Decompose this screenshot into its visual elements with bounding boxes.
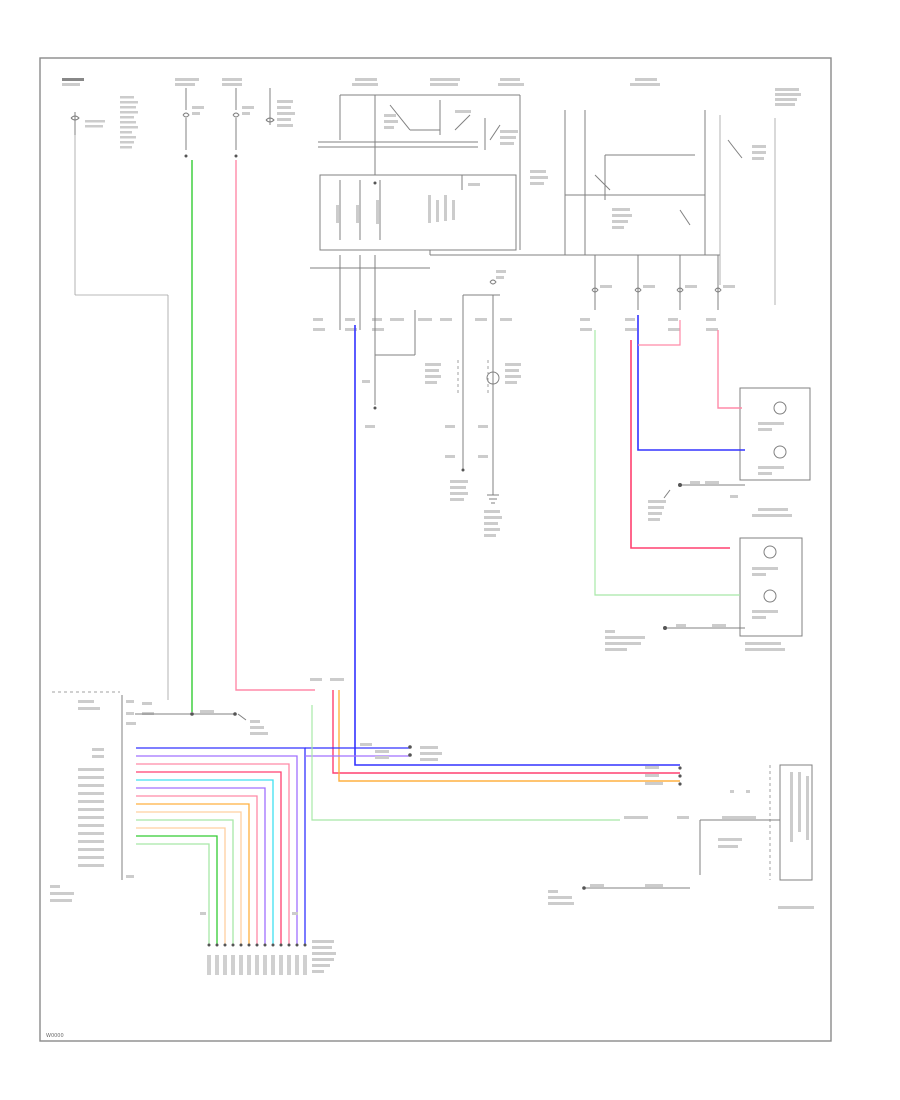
diagram-frame (39, 57, 832, 1042)
wire-terminal-dot (303, 943, 307, 947)
bus-line (310, 95, 720, 269)
wire-blue-to-right-lamp (637, 315, 745, 451)
fuse-column-1 (182, 88, 204, 158)
bcm-wire (136, 843, 210, 945)
wire-terminal-dot (247, 943, 251, 947)
terminal-label (303, 955, 307, 975)
bcm-wire (136, 827, 226, 945)
fuse-column-3 (265, 88, 295, 127)
terminal-label (207, 955, 211, 975)
terminal-label (223, 955, 227, 975)
wire-green-to-left-lamp (594, 330, 740, 596)
front-right-lamp-connector (648, 387, 811, 521)
relay-box-middle (319, 174, 517, 251)
wire-terminal-dot (207, 943, 211, 947)
terminal-label (215, 955, 219, 975)
terminal-label (295, 955, 299, 975)
bcm-wire (136, 795, 258, 945)
bcm-wire (136, 771, 282, 945)
wire-pink-to-right-lamp (717, 330, 742, 409)
wire-terminal-dot (263, 943, 267, 947)
top-left-component-label (85, 96, 138, 149)
terminal-label (255, 955, 259, 975)
relay-right (454, 110, 548, 185)
bcm-wire (136, 835, 218, 945)
wire-terminal-dot (295, 943, 299, 947)
bcm-wire (136, 803, 250, 945)
wire-violet-vertical (354, 325, 680, 766)
relay-box-right (564, 110, 766, 285)
front-left-lamp-connector (605, 537, 803, 651)
bottom-connector-fanout (200, 912, 336, 975)
wire-red-to-left-lamp (630, 340, 730, 549)
terminal-label (247, 955, 251, 975)
wire-terminal-dot (239, 943, 243, 947)
terminal-label (263, 955, 267, 975)
bcm-wire (136, 747, 306, 945)
terminal-label (231, 955, 235, 975)
connector-codes-row (313, 318, 718, 331)
bcm-wire (136, 779, 274, 945)
bcm-wire (136, 819, 234, 945)
bcm-wire (136, 787, 266, 945)
fuse-row-right (591, 255, 735, 310)
terminal-label (287, 955, 291, 975)
wire-terminal-dot (231, 943, 235, 947)
wire-terminal-dot (223, 943, 227, 947)
fuse-column-2 (232, 88, 254, 158)
relay-block-top (318, 94, 520, 180)
wire-terminal-dot (279, 943, 283, 947)
middle-connector-labels (310, 678, 442, 761)
bcm-meter-wire (338, 690, 680, 782)
wire-terminal-dot (255, 943, 259, 947)
bcm-signal-wires (136, 690, 680, 945)
center-relay-and-switch (425, 270, 521, 537)
power-supply-labels (62, 78, 801, 106)
body-control-module (50, 691, 154, 902)
bcm-wire (136, 763, 290, 945)
combination-meter (548, 764, 814, 909)
wire-pink-vertical (235, 160, 315, 691)
middle-switch-assembly (339, 255, 416, 428)
fuse-top-left (70, 112, 169, 700)
wire-light-green-to-meter (311, 705, 620, 821)
bcm-wire (136, 755, 298, 945)
bcm-wire (136, 811, 242, 945)
bcm-meter-wire (332, 690, 680, 774)
terminal-label (271, 955, 275, 975)
bcm-ground-link (135, 710, 268, 735)
wire-pink-short (638, 320, 681, 346)
right-wire-endings (645, 766, 682, 786)
wire-terminal-dot (287, 943, 291, 947)
terminal-label (239, 955, 243, 975)
wire-terminal-dot (271, 943, 275, 947)
terminal-label (279, 955, 283, 975)
wire-terminal-dot (215, 943, 219, 947)
page-code: W0000 (46, 1033, 64, 1039)
